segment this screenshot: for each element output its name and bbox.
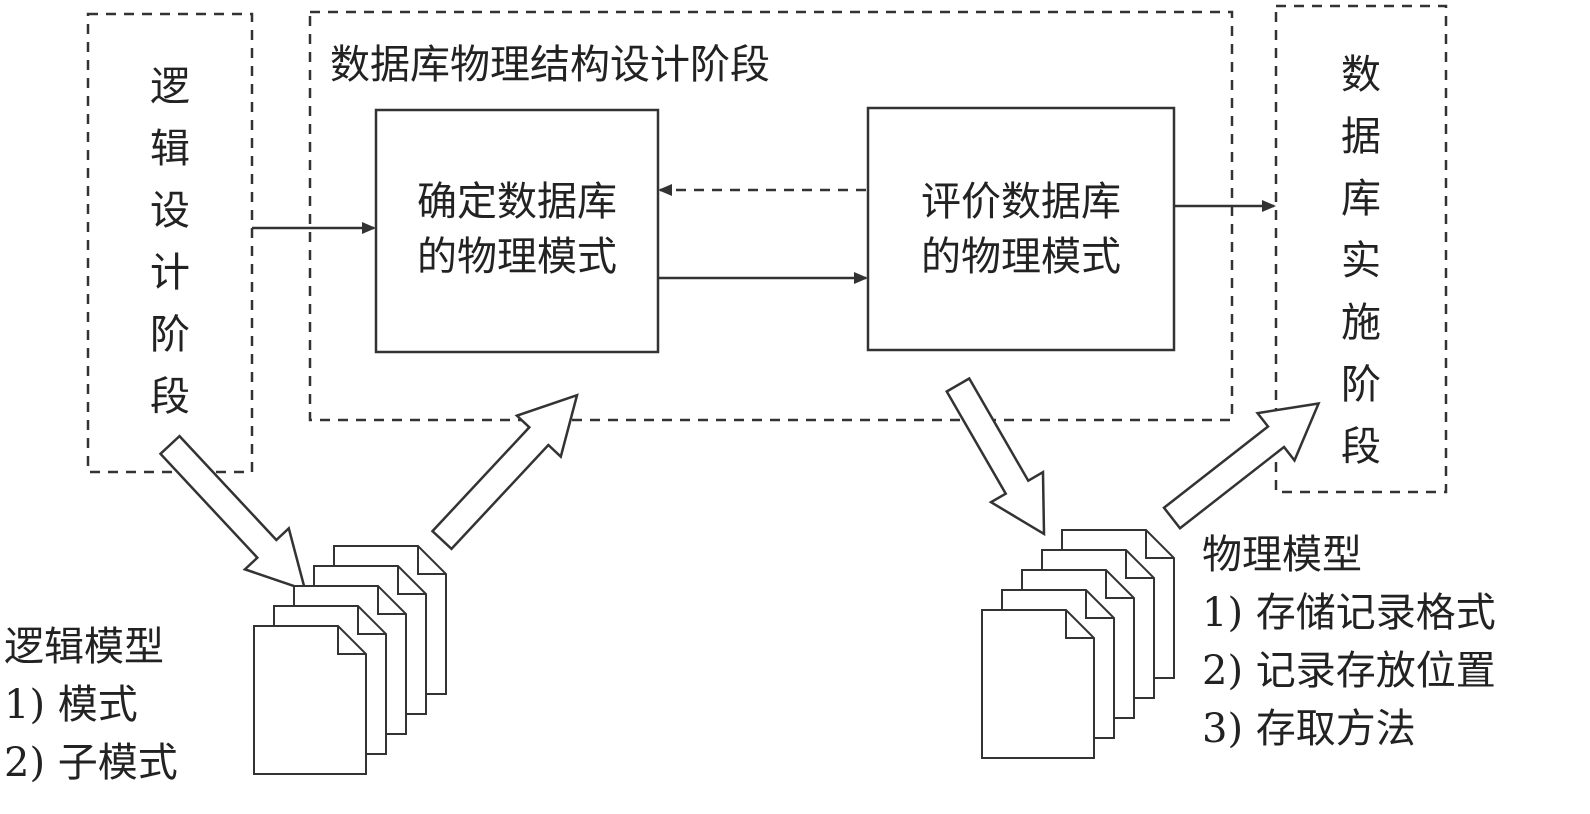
physical-model-item-3: 3) 存取方法 [1202, 706, 1416, 752]
logical-model-item-1: 1) 模式 [4, 682, 138, 728]
determine-schema-line-1: 确定数据库 [417, 179, 617, 225]
physical-model-item-1: 1) 存储记录格式 [1202, 590, 1496, 636]
implementation-stage-label: 数据库实施阶段 [1341, 52, 1381, 470]
physical-model-document-stack [981, 529, 1175, 759]
logical-model-item-2: 2) 子模式 [4, 740, 178, 786]
physical-design-stage-title: 数据库物理结构设计阶段 [330, 42, 770, 88]
document-icon [981, 609, 1095, 759]
logical-design-stage-box [86, 12, 254, 474]
evaluate-schema-line-2: 的物理模式 [921, 234, 1121, 280]
hollow-arrow-evaluate-to-physical-model [945, 376, 1046, 537]
logical-model-title: 逻辑模型 [4, 624, 164, 670]
hollow-arrow-logical-stage-to-logical-model [158, 434, 307, 592]
implementation-stage-box [1274, 4, 1448, 494]
physical-design-stage-box [308, 10, 1234, 422]
hollow-arrow-logical-model-to-determine [430, 393, 579, 551]
determine-schema-line-2: 的物理模式 [417, 234, 617, 280]
determine-schema-box [374, 108, 660, 354]
evaluate-schema-line-1: 评价数据库 [921, 179, 1121, 225]
physical-model-title: 物理模型 [1202, 532, 1362, 578]
hollow-arrow-physical-model-to-implementation [1162, 401, 1321, 530]
physical-model-item-2: 2) 记录存放位置 [1202, 648, 1496, 694]
logical-design-stage-label: 逻辑设计阶段 [150, 64, 190, 420]
document-icon [253, 625, 367, 775]
evaluate-schema-box [866, 106, 1176, 352]
